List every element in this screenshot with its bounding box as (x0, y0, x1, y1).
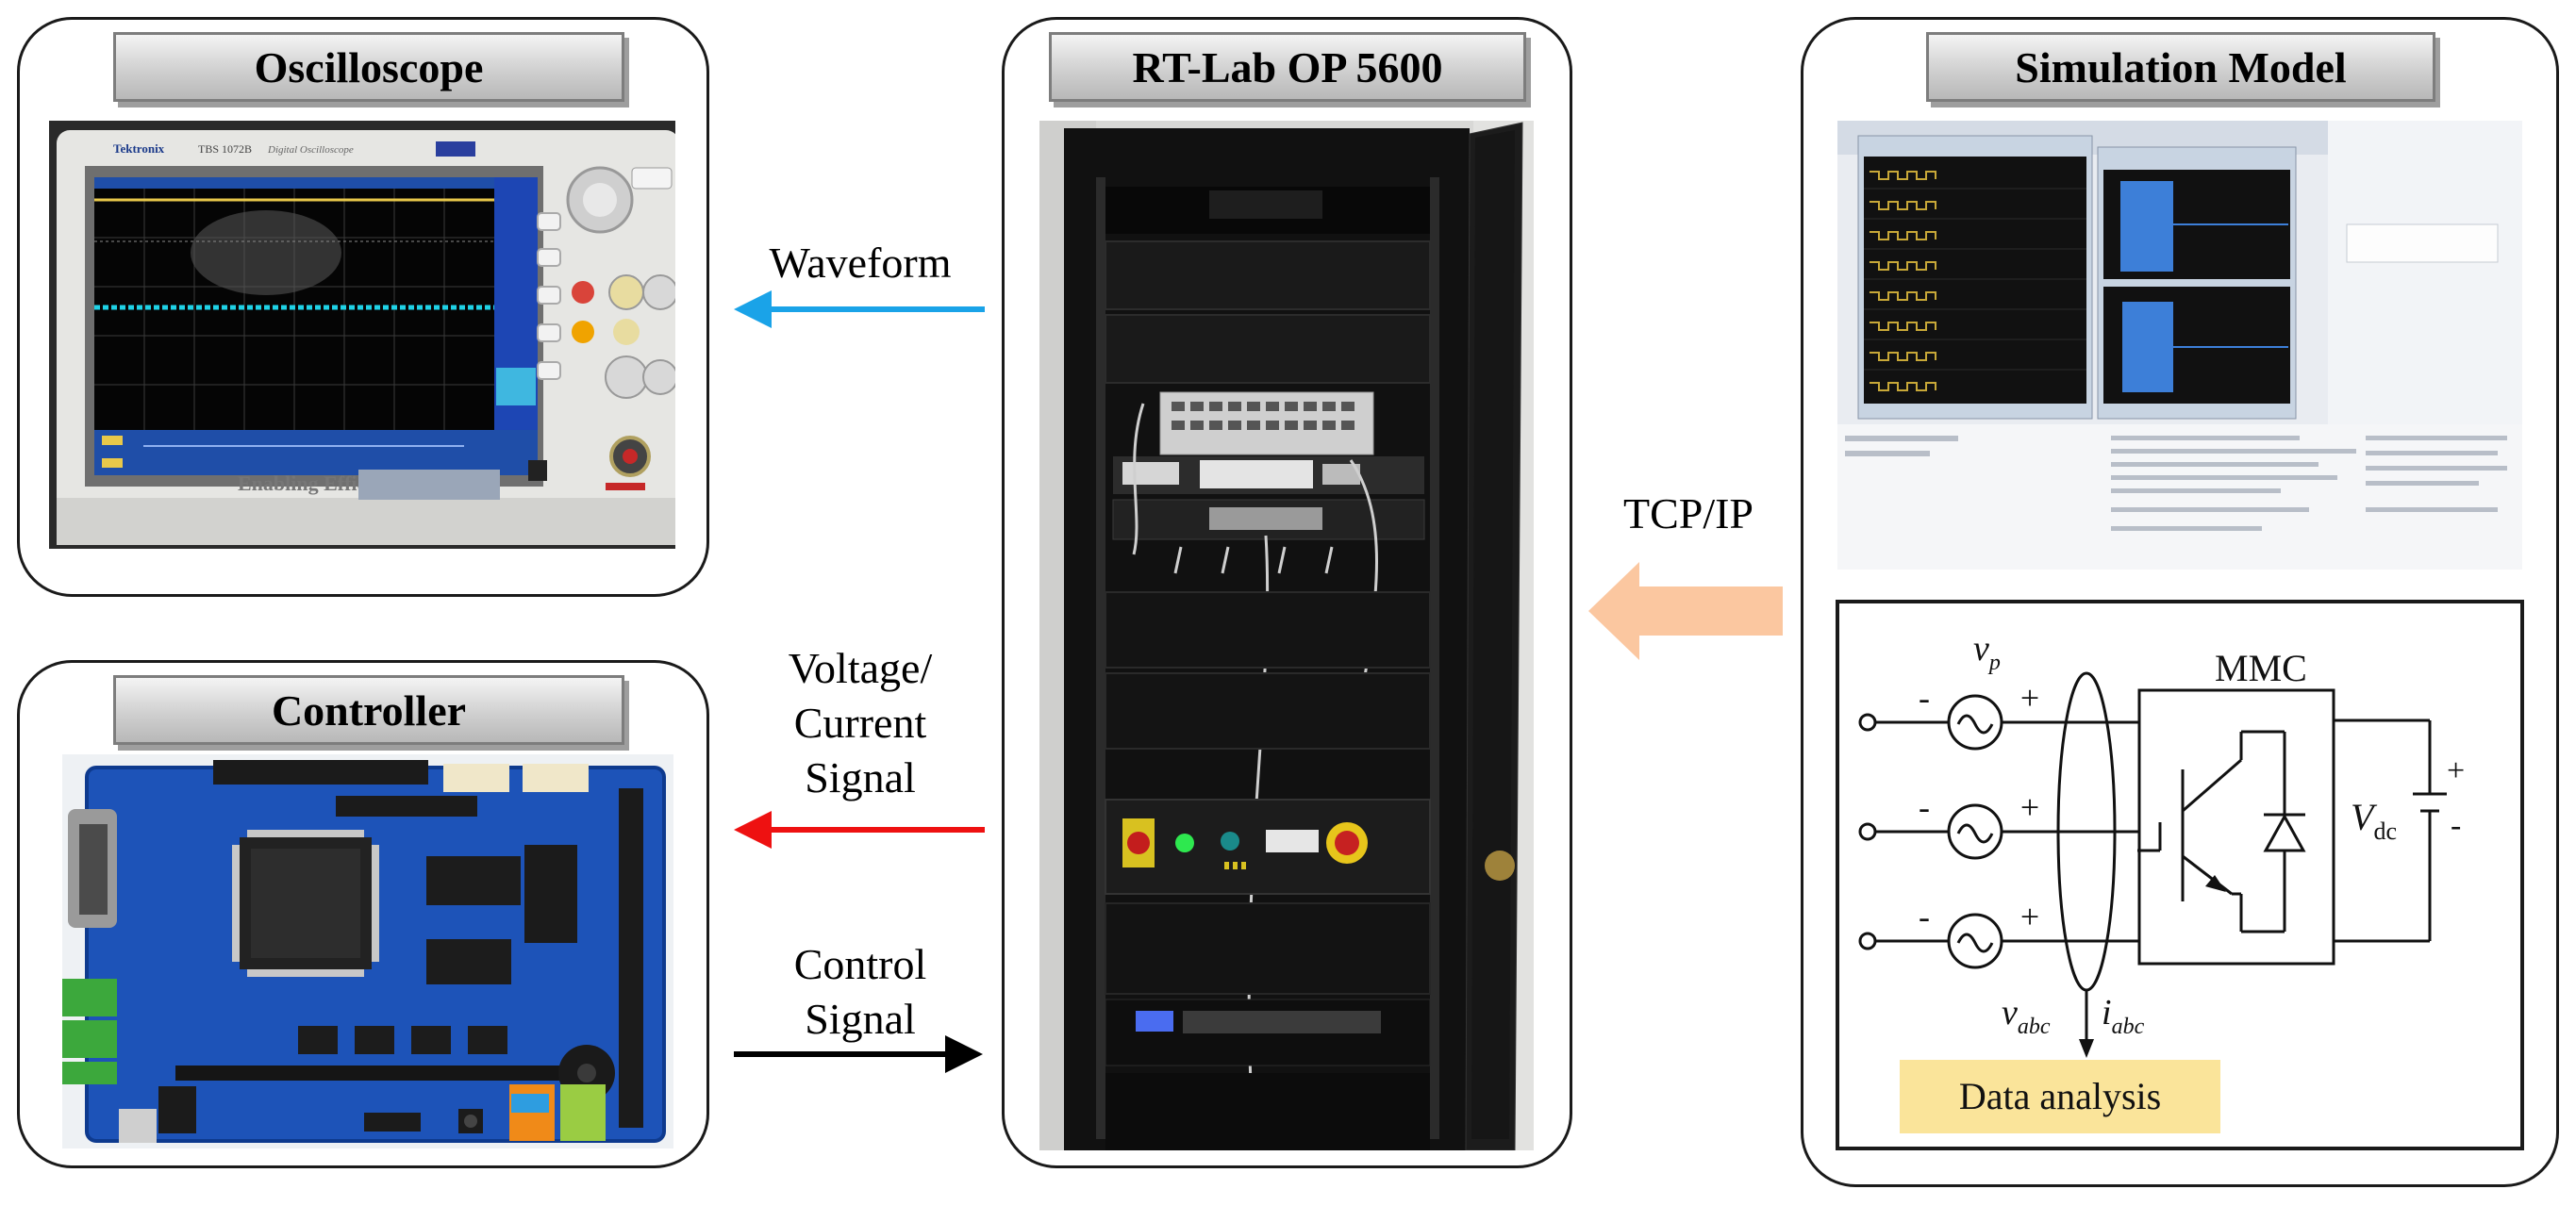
osc-model-sub: Digital Oscilloscope (267, 144, 354, 156)
voltage-current-line-2: Current (793, 699, 927, 747)
measured-current-label: iabc (2102, 993, 2145, 1039)
minus-sign-b: - (1919, 788, 1930, 826)
waveform-label: Waveform (769, 239, 952, 287)
oscilloscope-title: Oscilloscope (113, 32, 624, 102)
terminal-a (1858, 713, 1877, 732)
control-signal-line-1: Control (793, 940, 927, 988)
tcpip-arrow (1588, 562, 1783, 660)
source-voltage-label: vp (1973, 629, 2001, 675)
voltage-current-label: Voltage/ Current Signal (736, 641, 985, 805)
igbt-icon (2137, 730, 2306, 933)
rtlab-cabinet-photo (1039, 121, 1534, 1150)
plus-sign-b: + (2020, 788, 2039, 826)
data-analysis-box (1900, 1060, 2220, 1133)
voltage-current-line-3: Signal (805, 753, 916, 801)
dc-voltage-label: Vdc (2351, 796, 2397, 845)
dc-plus-sign: + (2447, 753, 2465, 788)
dc-minus-sign: - (2451, 808, 2461, 843)
rtlab-title: RT-Lab OP 5600 (1049, 32, 1526, 102)
controller-board-photo (62, 754, 673, 1148)
osc-brand: Tektronix (113, 141, 165, 156)
mmc-label: MMC (2215, 647, 2307, 689)
plus-sign-c: + (2020, 898, 2039, 935)
plus-sign-a: + (2020, 679, 2039, 717)
mmc-block (2137, 688, 2335, 966)
circuit-diagram: - - - + + + vp vabc iabc MMC (1836, 600, 2524, 1150)
control-signal-line-2: Signal (805, 995, 916, 1043)
data-analysis-label: Data analysis (1959, 1075, 2161, 1117)
oscilloscope-photo: Tektronix TBS 1072B Digital Oscilloscope (49, 121, 675, 549)
minus-sign-c: - (1919, 898, 1930, 935)
waveform-arrow (734, 290, 985, 328)
terminal-b (1858, 822, 1877, 841)
control-signal-label: Control Signal (736, 937, 985, 1047)
tcpip-label: TCP/IP (1622, 489, 1754, 537)
voltage-current-line-1: Voltage/ (788, 644, 933, 692)
controller-title: Controller (113, 675, 624, 745)
simulation-screenshot-photo (1837, 121, 2522, 570)
simulation-title: Simulation Model (1926, 32, 2435, 102)
voltage-current-arrow (734, 811, 985, 849)
measured-voltage-label: vabc (2002, 993, 2051, 1039)
osc-model: TBS 1072B (198, 142, 252, 156)
minus-sign-a: - (1919, 679, 1930, 717)
terminal-c (1858, 932, 1877, 950)
